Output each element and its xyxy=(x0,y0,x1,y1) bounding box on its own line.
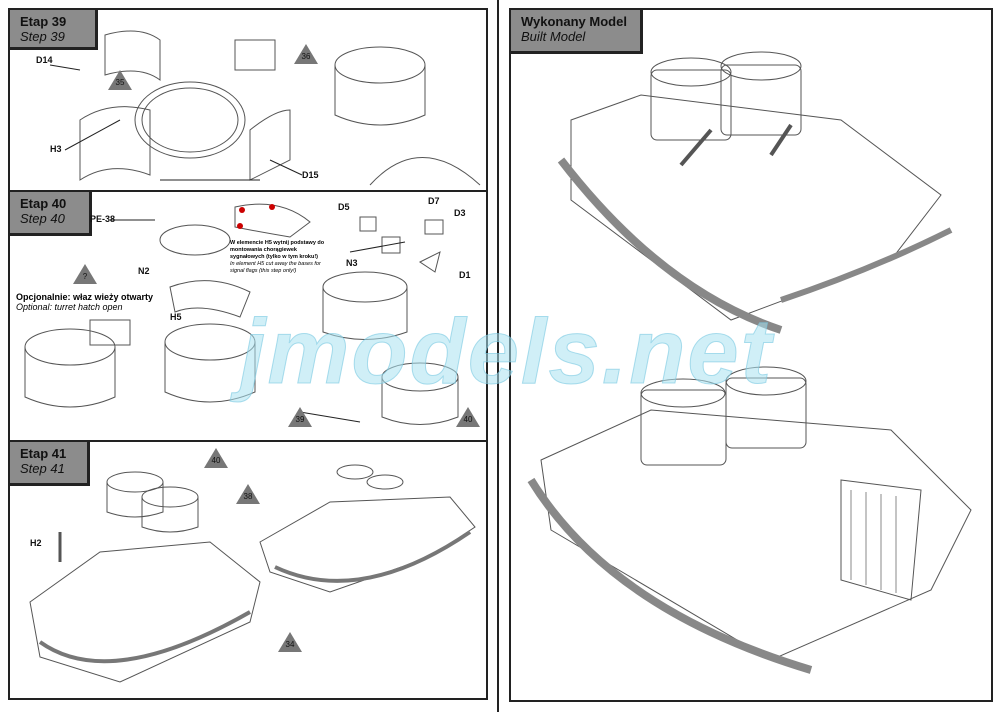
step-39-drawing xyxy=(49,30,481,186)
part-label: D15 xyxy=(302,170,319,180)
part-label: D5 xyxy=(338,202,350,212)
built-model-panel: Wykonany Model Built Model xyxy=(509,8,993,702)
part-label: D1 xyxy=(459,270,471,280)
step-subtitle: Step 41 xyxy=(20,461,65,476)
step-subtitle: Step 39 xyxy=(20,29,65,44)
ref-triangle-icon xyxy=(294,44,318,64)
ref-number: 34 xyxy=(285,640,295,649)
step-41-drawing xyxy=(29,464,476,683)
ref-number: 39 xyxy=(295,415,305,424)
part-label: D3 xyxy=(454,208,466,218)
step-title: Etap 39 xyxy=(20,14,67,29)
note-pl: W elemencie H5 wytnij podstawy do montow… xyxy=(230,240,325,260)
step-41-section: Etap 41 Step 41 H2 40 38 34 xyxy=(8,440,488,700)
step-41-header: Etap 41 Step 41 xyxy=(10,442,90,486)
watermark: jmodels.net xyxy=(239,301,774,404)
cut-note: W elemencie H5 wytnij podstawy do montow… xyxy=(230,240,330,275)
step-39-section: Etap 39 Step 39 D14 H3 D15 35 36 xyxy=(8,8,488,192)
optional-note: Opcjonalnie: właz wieży otwarty Optional… xyxy=(16,292,153,312)
ref-number: ? xyxy=(82,272,88,281)
built-model-header: Wykonany Model Built Model xyxy=(511,10,643,54)
note-en: In element H5 cut away the bases for sig… xyxy=(230,261,321,274)
ref-number: 36 xyxy=(301,52,311,61)
step-title: Etap 41 xyxy=(20,446,67,461)
ref-triangle-icon xyxy=(236,484,260,504)
part-label: H2 xyxy=(30,538,42,548)
part-label: H5 xyxy=(170,312,182,322)
center-divider xyxy=(497,0,499,712)
optional-pl: Opcjonalnie: właz wieży otwarty xyxy=(16,292,154,302)
part-label: D14 xyxy=(36,55,53,65)
panel-subtitle: Built Model xyxy=(521,29,586,44)
ref-triangle-icon xyxy=(278,632,302,652)
ref-number: 38 xyxy=(243,492,253,501)
built-model-drawing xyxy=(527,51,972,674)
part-label: PE-38 xyxy=(90,214,116,224)
ref-triangle-icon xyxy=(73,264,97,284)
step-39-header: Etap 39 Step 39 xyxy=(10,10,98,50)
part-label: D7 xyxy=(428,196,440,206)
ref-triangle-icon xyxy=(288,407,312,427)
ref-triangle-icon xyxy=(204,448,228,468)
step-title: Etap 40 xyxy=(20,196,67,211)
ref-triangle-icon xyxy=(456,407,480,427)
step-40-drawing xyxy=(24,203,459,425)
part-label: N3 xyxy=(346,258,358,268)
panel-title: Wykonany Model xyxy=(521,14,627,29)
ref-number: 40 xyxy=(463,415,473,424)
step-subtitle: Step 40 xyxy=(20,211,65,226)
ref-triangle-icon xyxy=(108,70,132,90)
part-label: H3 xyxy=(50,144,62,154)
optional-en: Optional: turret hatch open xyxy=(16,302,123,312)
part-label: N2 xyxy=(138,266,150,276)
ref-number: 35 xyxy=(115,78,125,87)
ref-number: 40 xyxy=(211,456,221,465)
step-40-header: Etap 40 Step 40 xyxy=(10,192,92,236)
